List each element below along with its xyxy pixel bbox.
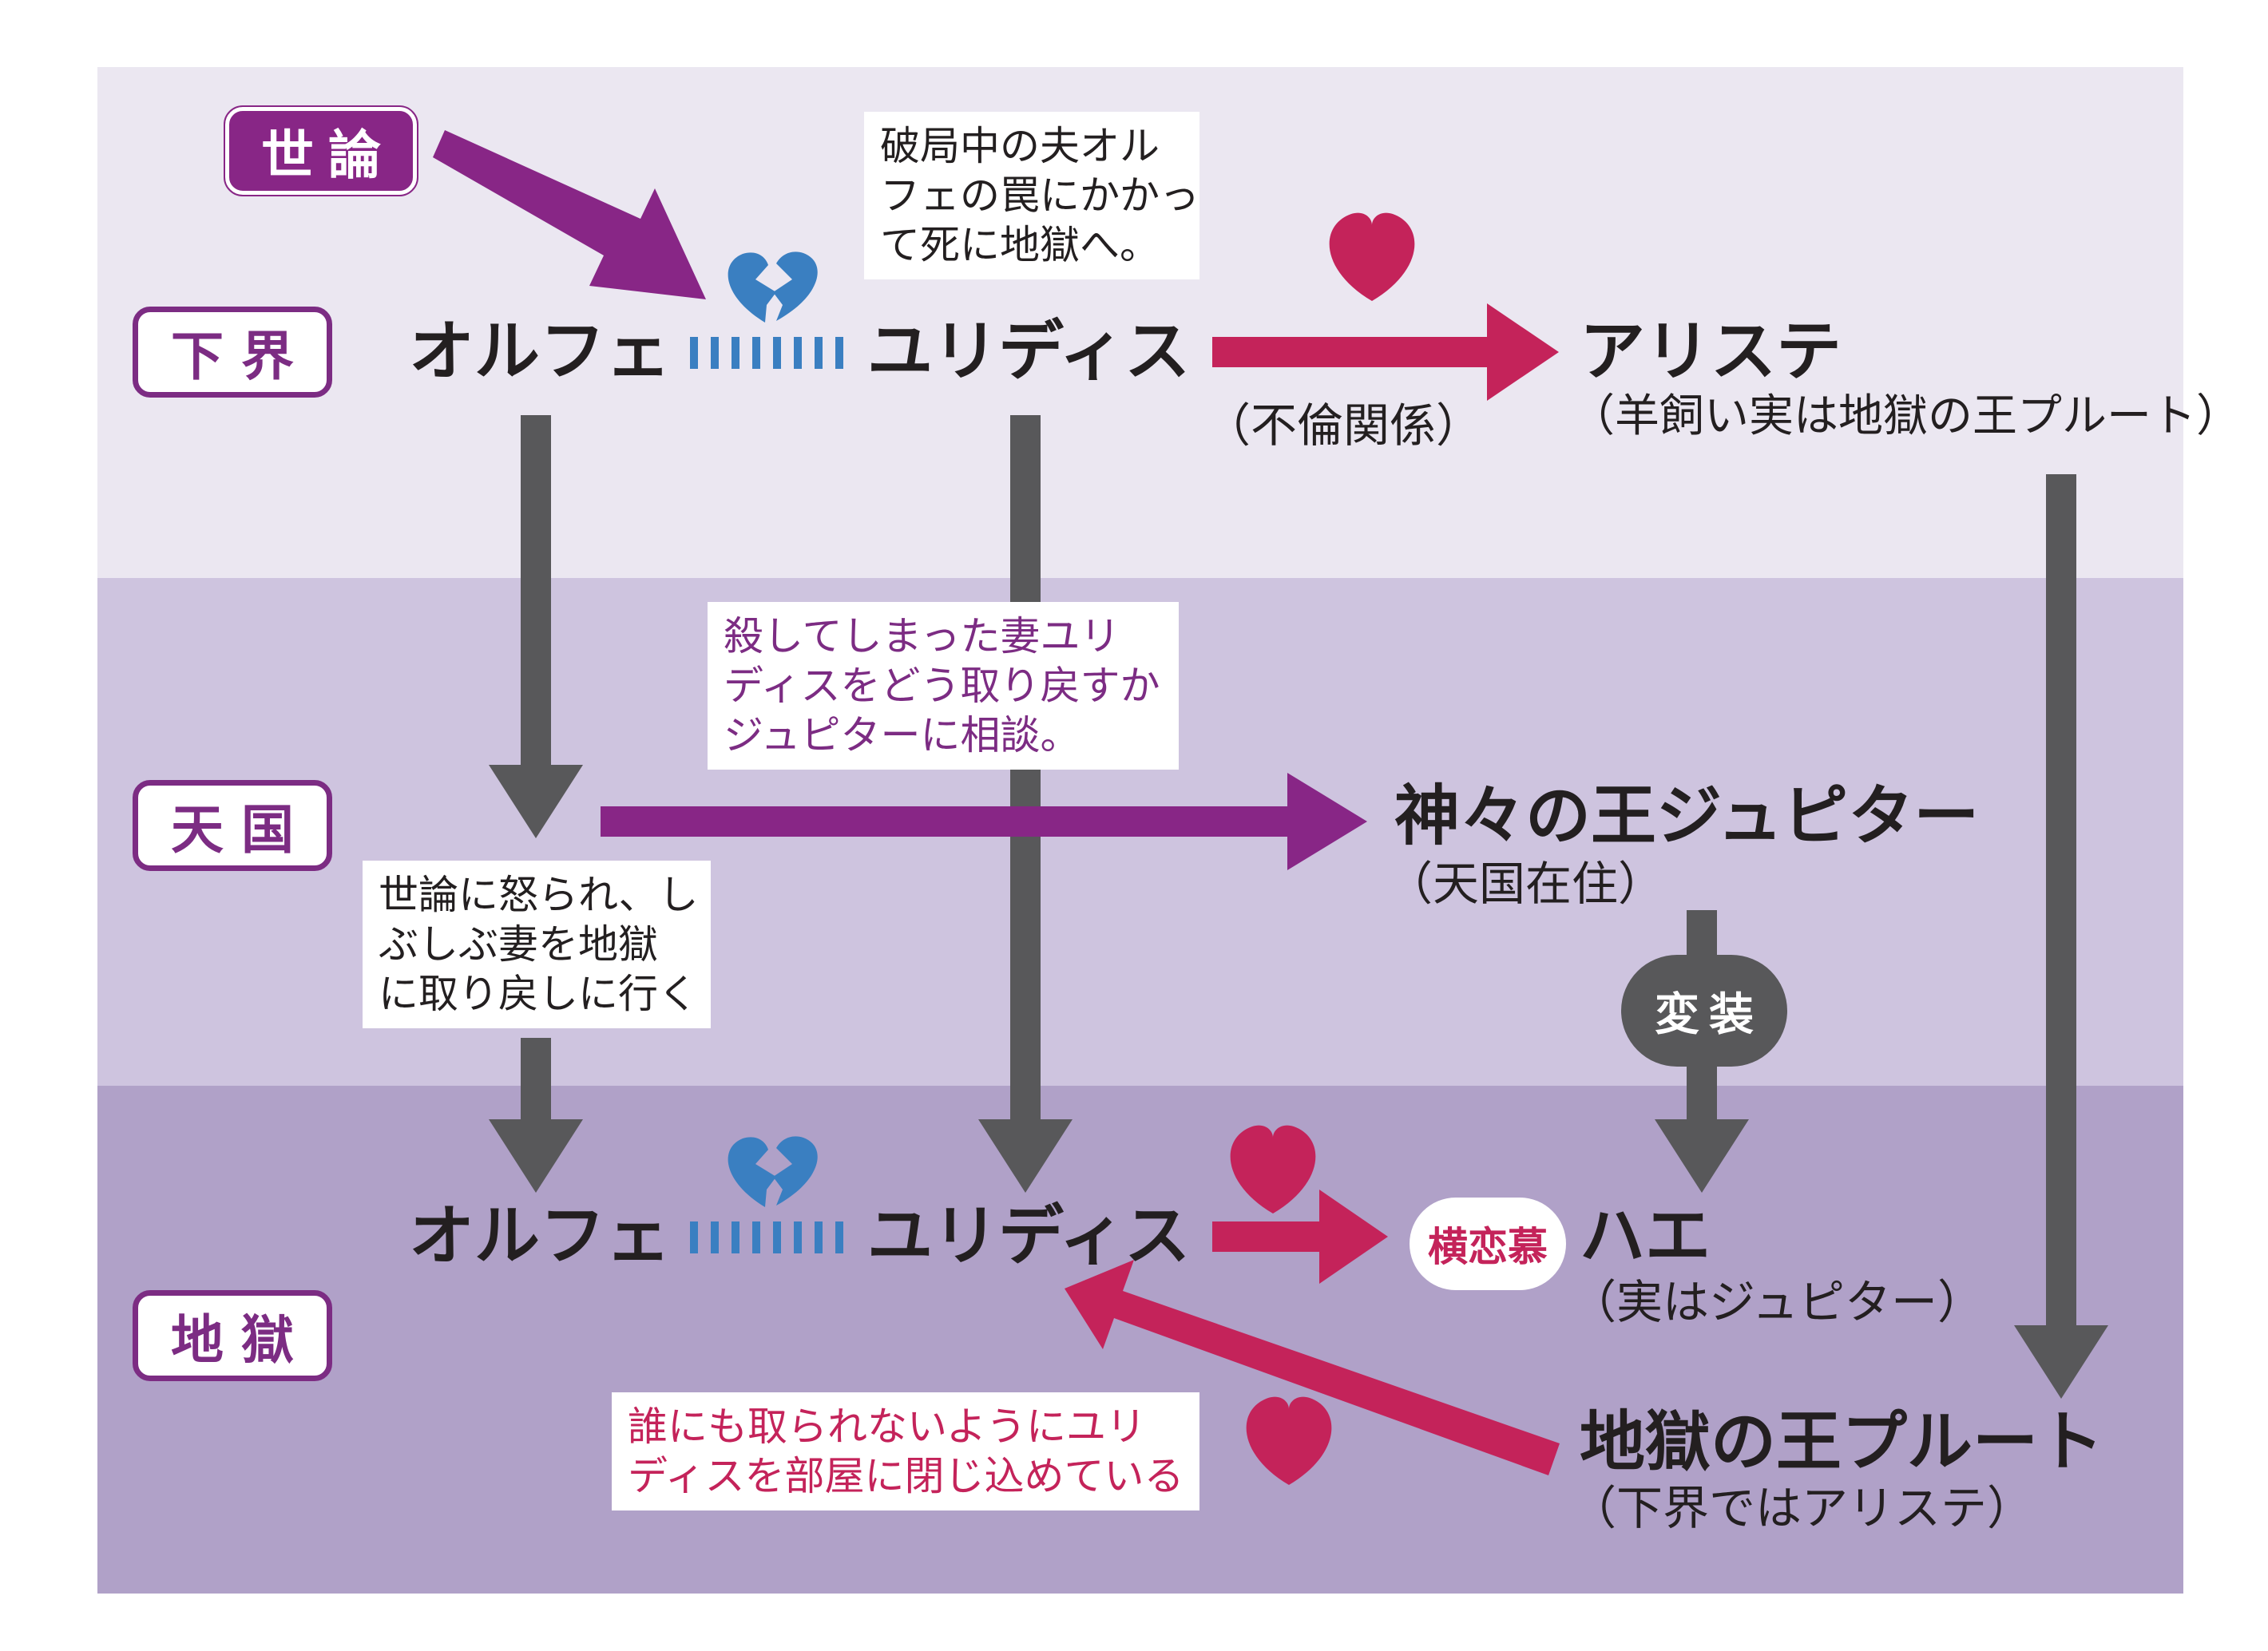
realm-gekai: 下界	[133, 307, 332, 398]
aristee-subtitle: （羊飼い実は地獄の王プルート）	[1570, 390, 2241, 442]
aristee-name: アリステ	[1580, 314, 1842, 390]
arrow-pluto-to-eurydice	[1065, 1260, 1560, 1475]
note-line: ディスを部屋に閉じ込めている	[628, 1453, 1184, 1499]
broken-heart-icon	[728, 252, 776, 323]
confinement-note: 誰にも取られないようにユリ ディスを部屋に閉じ込めている	[612, 1392, 1199, 1510]
orphee-bottom: オルフェ	[409, 1198, 672, 1274]
arrow-seron-to-orphee	[433, 130, 706, 299]
broken-link-bottom	[690, 1136, 843, 1253]
purple-arrows	[433, 130, 1367, 870]
broken-heart-icon	[773, 251, 818, 321]
consult-note: 殺してしまった妻ユリ ディスをどう取り戻すか ジュピターに相談。	[708, 602, 1179, 770]
broken-link-top	[690, 251, 843, 369]
realm-jigoku: 地獄	[133, 1290, 332, 1381]
pluto-name: 地獄の王プルート	[1580, 1404, 2104, 1480]
arrow-eurydice-to-hae	[1319, 1190, 1388, 1284]
arrow-orphee-to-jupiter	[1287, 773, 1367, 870]
hae-name: ハエ	[1580, 1198, 1711, 1274]
pluto-subtitle: （下界ではアリステ）	[1570, 1481, 2034, 1535]
arrow-eurydice-to-hell	[978, 1119, 1073, 1193]
realm-tengoku: 天国	[133, 780, 332, 871]
arrow-jupiter-to-hae	[1655, 1119, 1749, 1193]
eurydice-bottom: ユリディス	[867, 1198, 1191, 1274]
gray-arrows	[489, 415, 2108, 1399]
arrow-orphee-to-heaven	[489, 765, 583, 838]
heart-icon	[1246, 1396, 1332, 1485]
note-line: ぶしぶ妻を地獄	[379, 921, 658, 968]
note-line: て死に地獄へ。	[880, 222, 1160, 268]
broken-heart-icon	[773, 1136, 818, 1206]
orphee-note: 世論に怒られ、し ぶしぶ妻を地獄 に取り戻しに行く	[363, 861, 711, 1028]
broken-heart-icon	[728, 1137, 776, 1207]
yokorenbo-badge: 横恋慕	[1410, 1198, 1566, 1290]
note-line: 殺してしまった妻ユリ	[724, 613, 1120, 659]
red-arrows	[1065, 212, 1560, 1485]
note-line: ジュピターに相談。	[724, 712, 1080, 758]
arrow-eurydice-to-aristee	[1487, 303, 1559, 401]
note-line: に取り戻しに行く	[379, 971, 698, 1017]
affair-label: （不倫関係）	[1204, 398, 1483, 453]
jupiter-name: 神々の王ジュピター	[1394, 778, 1980, 854]
note-line: ディスをどう取り戻すか	[724, 663, 1160, 709]
jupiter-subtitle: （天国在住）	[1386, 857, 1665, 911]
heart-icon	[1329, 212, 1415, 301]
trap-note: 破局中の夫オル フェの罠にかかっ て死に地獄へ。	[864, 112, 1199, 279]
hae-subtitle: （実はジュピター）	[1570, 1275, 1984, 1329]
note-line: 誰にも取られないようにユリ	[628, 1404, 1146, 1450]
orphee-top: オルフェ	[409, 314, 672, 390]
disguise-badge: 変装	[1621, 955, 1787, 1067]
note-line: フェの罠にかかっ	[880, 172, 1199, 219]
seron-label: 世論	[224, 105, 418, 196]
arrow-orphee-to-hell	[489, 1119, 583, 1193]
eurydice-top: ユリディス	[867, 314, 1191, 390]
note-line: 破局中の夫オル	[880, 123, 1160, 169]
heart-icon	[1230, 1125, 1316, 1214]
note-line: 世論に怒られ、し	[379, 872, 699, 918]
arrow-aristee-to-pluto	[2014, 1325, 2108, 1399]
